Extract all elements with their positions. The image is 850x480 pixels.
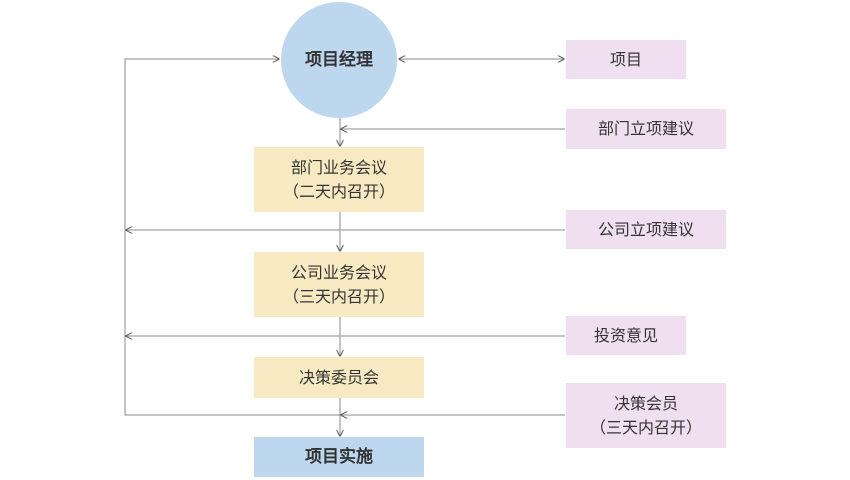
- project-label: 项目: [609, 49, 642, 69]
- company-proposal-node: 公司立项建议: [566, 210, 726, 249]
- company-meeting-node: 公司业务会议 （三天内召开）: [254, 252, 424, 317]
- decision-meeting-label-line1: 决策会员: [613, 393, 678, 413]
- decision-meeting-label-line2: （三天内召开）: [589, 417, 702, 437]
- project-implementation-label: 项目实施: [305, 447, 373, 467]
- investment-opinion-node: 投资意见: [566, 316, 686, 355]
- decision-meeting-node: 决策会员 （三天内召开）: [566, 383, 726, 448]
- dept-meeting-label-line2: （二天内召开）: [282, 181, 395, 201]
- decision-committee-label: 决策委员会: [298, 367, 379, 387]
- project-node: 项目: [566, 40, 686, 79]
- company-proposal-label: 公司立项建议: [597, 219, 694, 239]
- dept-proposal-label: 部门立项建议: [597, 119, 694, 138]
- project-manager-label: 项目经理: [305, 50, 373, 70]
- project-implementation-node: 项目实施: [254, 437, 424, 477]
- company-meeting-label-line1: 公司业务会议: [290, 262, 387, 282]
- company-meeting-label-line2: （三天内召开）: [282, 286, 395, 306]
- dept-meeting-label-line1: 部门业务会议: [290, 157, 387, 177]
- dept-meeting-node: 部门业务会议 （二天内召开）: [254, 147, 424, 212]
- dept-proposal-node: 部门立项建议: [566, 109, 726, 149]
- decision-committee-node: 决策委员会: [254, 357, 424, 398]
- investment-opinion-label: 投资意见: [593, 325, 658, 345]
- project-manager-node: 项目经理: [281, 2, 397, 118]
